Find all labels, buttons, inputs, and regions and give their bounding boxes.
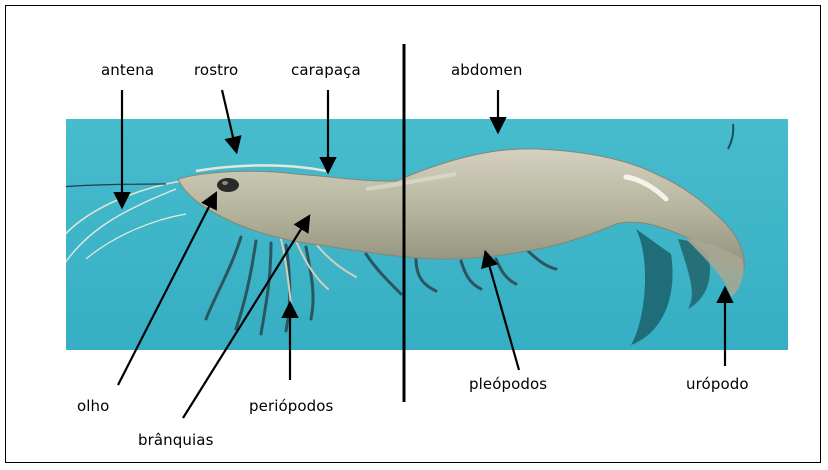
label-rostro: rostro <box>194 61 238 79</box>
label-pleopodos: pleópodos <box>469 375 547 393</box>
label-abdomen: abdomen <box>451 61 522 79</box>
label-uropodo: urópodo <box>686 375 749 393</box>
label-carapaca: carapaça <box>291 61 361 79</box>
shrimp-eye <box>217 178 239 192</box>
shrimp-photo <box>66 119 788 350</box>
label-antena: antena <box>101 61 154 79</box>
label-olho: olho <box>77 397 109 415</box>
label-periopodos: periópodos <box>249 397 333 415</box>
label-branquias: brânquias <box>138 431 214 449</box>
